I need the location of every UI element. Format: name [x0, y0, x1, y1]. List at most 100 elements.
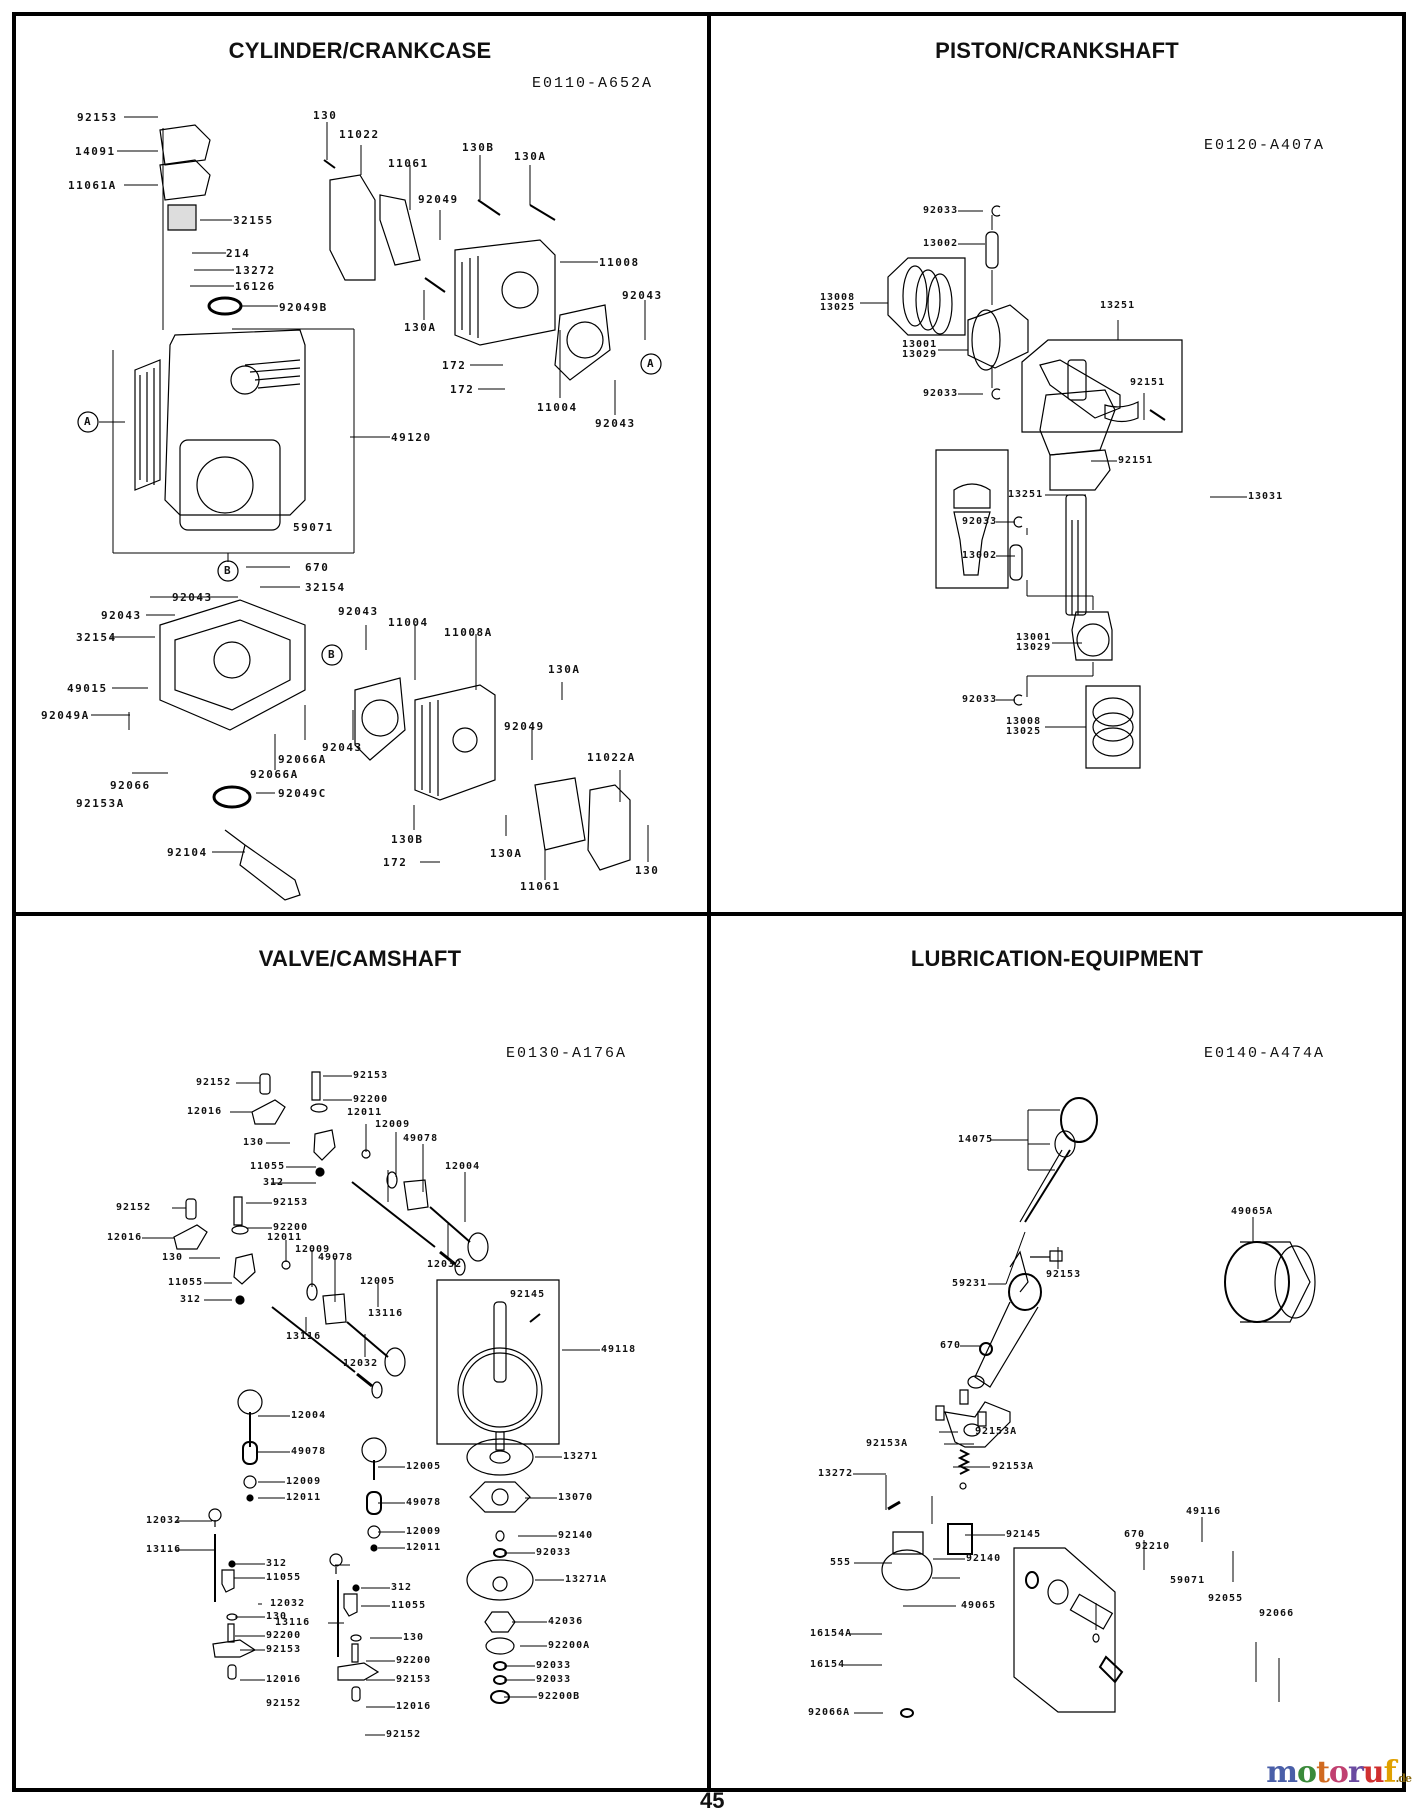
part-label: 13002 [962, 550, 998, 561]
part-label: 172 [383, 856, 408, 869]
part-label: 12032 [427, 1259, 463, 1270]
head-gasket-lower [355, 678, 405, 760]
logo-letter: o [1328, 1755, 1349, 1790]
part-label: 11055 [168, 1277, 204, 1288]
rocker-cover-lower [588, 785, 630, 870]
part-label: 49078 [291, 1446, 327, 1457]
part-label: 14075 [958, 1134, 994, 1145]
part-label: 92033 [536, 1674, 572, 1685]
part-label: 670 [305, 561, 330, 574]
ring-set-box [1086, 686, 1140, 768]
part-label: 12009 [295, 1244, 331, 1255]
part-label: 11004 [388, 616, 429, 629]
conrod-box [936, 450, 1008, 588]
part-label: 130 [403, 1632, 425, 1643]
callout-b: B [328, 648, 337, 661]
plug-threaded [1100, 1657, 1122, 1682]
part-label: 92153 [266, 1644, 302, 1655]
panel-piston-crankshaft: PISTON/CRANKSHAFT E0120-A407A [710, 0, 1419, 912]
part-label: 92043 [101, 609, 142, 622]
logo-letter: m [1266, 1755, 1298, 1790]
part-label: 13070 [558, 1492, 594, 1503]
part-label: 92049C [278, 787, 327, 800]
part-label: 49118 [601, 1344, 637, 1355]
part-label: 12004 [445, 1161, 481, 1172]
cylinder-head-lower [415, 685, 495, 800]
washer [1093, 1634, 1099, 1642]
oil-seal-lower [214, 787, 250, 807]
part-label: 92033 [923, 205, 959, 216]
piston-pin [986, 232, 998, 268]
part-label: 92043 [622, 289, 663, 302]
leader-lines [840, 1110, 1279, 1713]
part-label: 92066A [250, 768, 299, 781]
part-label: 92152 [266, 1698, 302, 1709]
part-label: 92033 [536, 1660, 572, 1671]
part-label: 13251 [1008, 489, 1044, 500]
part-label: 92210 [1135, 1541, 1171, 1552]
part-label: 130 [635, 864, 660, 877]
valve-stack-left [209, 1390, 262, 1679]
part-label: 92140 [966, 1553, 1002, 1564]
part-label: 11061A [68, 179, 117, 192]
part-label: 12011 [267, 1232, 303, 1243]
part-label: 92140 [558, 1530, 594, 1541]
logo-letter: u [1362, 1755, 1385, 1790]
part-label: 92049A [41, 709, 90, 722]
pin [888, 1502, 900, 1509]
part-label: 32154 [305, 581, 346, 594]
rocker-assembly-top [252, 1072, 488, 1275]
leader-lines [142, 1076, 600, 1735]
governor-stack [467, 1439, 533, 1703]
part-label: 92043 [322, 741, 363, 754]
part-label: 92153A [866, 1438, 909, 1449]
part-label: 214 [226, 247, 251, 260]
seal [901, 1709, 913, 1717]
part-label: 32155 [233, 214, 274, 227]
crankcase-block [135, 330, 305, 530]
part-label: 49078 [318, 1252, 354, 1263]
motoruf-watermark-logo: motoruf.de [1266, 1755, 1412, 1790]
circlip [1014, 695, 1022, 705]
panel-title: PISTON/CRANKSHAFT [935, 38, 1179, 63]
part-label: 312 [391, 1582, 413, 1593]
camshaft-box [437, 1280, 559, 1444]
part-label: 12016 [107, 1232, 143, 1243]
part-label: 670 [1124, 1529, 1146, 1540]
valve-stack-right [330, 1438, 386, 1701]
valve-camshaft-drawing [0, 912, 710, 1800]
part-label: 49065A [1231, 1206, 1274, 1217]
part-label: 11004 [537, 401, 578, 414]
circlip [992, 206, 1000, 216]
adapter-pipe [1070, 1594, 1112, 1629]
part-label: 12016 [396, 1701, 432, 1712]
logo-letter: f [1383, 1755, 1397, 1790]
part-label: 11055 [266, 1572, 302, 1583]
part-label: 13008 13025 [1006, 716, 1042, 737]
crankcase-lower [160, 600, 305, 730]
rocker-cover-top [330, 175, 375, 280]
part-label: 92104 [167, 846, 208, 859]
part-label: 13001 13029 [1016, 632, 1052, 653]
relief-ball [960, 1483, 966, 1489]
part-label: 92200 [273, 1222, 309, 1233]
part-label: 16154 [810, 1659, 846, 1670]
part-label: 92200 [266, 1630, 302, 1641]
part-label: 11008A [444, 626, 493, 639]
logo-suffix: .de [1395, 1772, 1412, 1785]
piston [968, 305, 1028, 368]
part-label: 12005 [360, 1276, 396, 1287]
part-label: 13116 [275, 1617, 311, 1628]
part-label: 92151 [1118, 455, 1154, 466]
part-label: 12032 [343, 1358, 379, 1369]
panel-divider-horizontal [12, 912, 1406, 916]
oil-seal [209, 298, 241, 314]
leader-lines [91, 117, 648, 880]
callout-circles [78, 354, 661, 665]
pump-rotor-inner [893, 1532, 923, 1554]
conrod [1040, 360, 1120, 418]
part-label: 92033 [962, 694, 998, 705]
oil-filter [1225, 1242, 1315, 1322]
part-label: 59071 [1170, 1575, 1206, 1586]
part-label: 130B [391, 833, 424, 846]
